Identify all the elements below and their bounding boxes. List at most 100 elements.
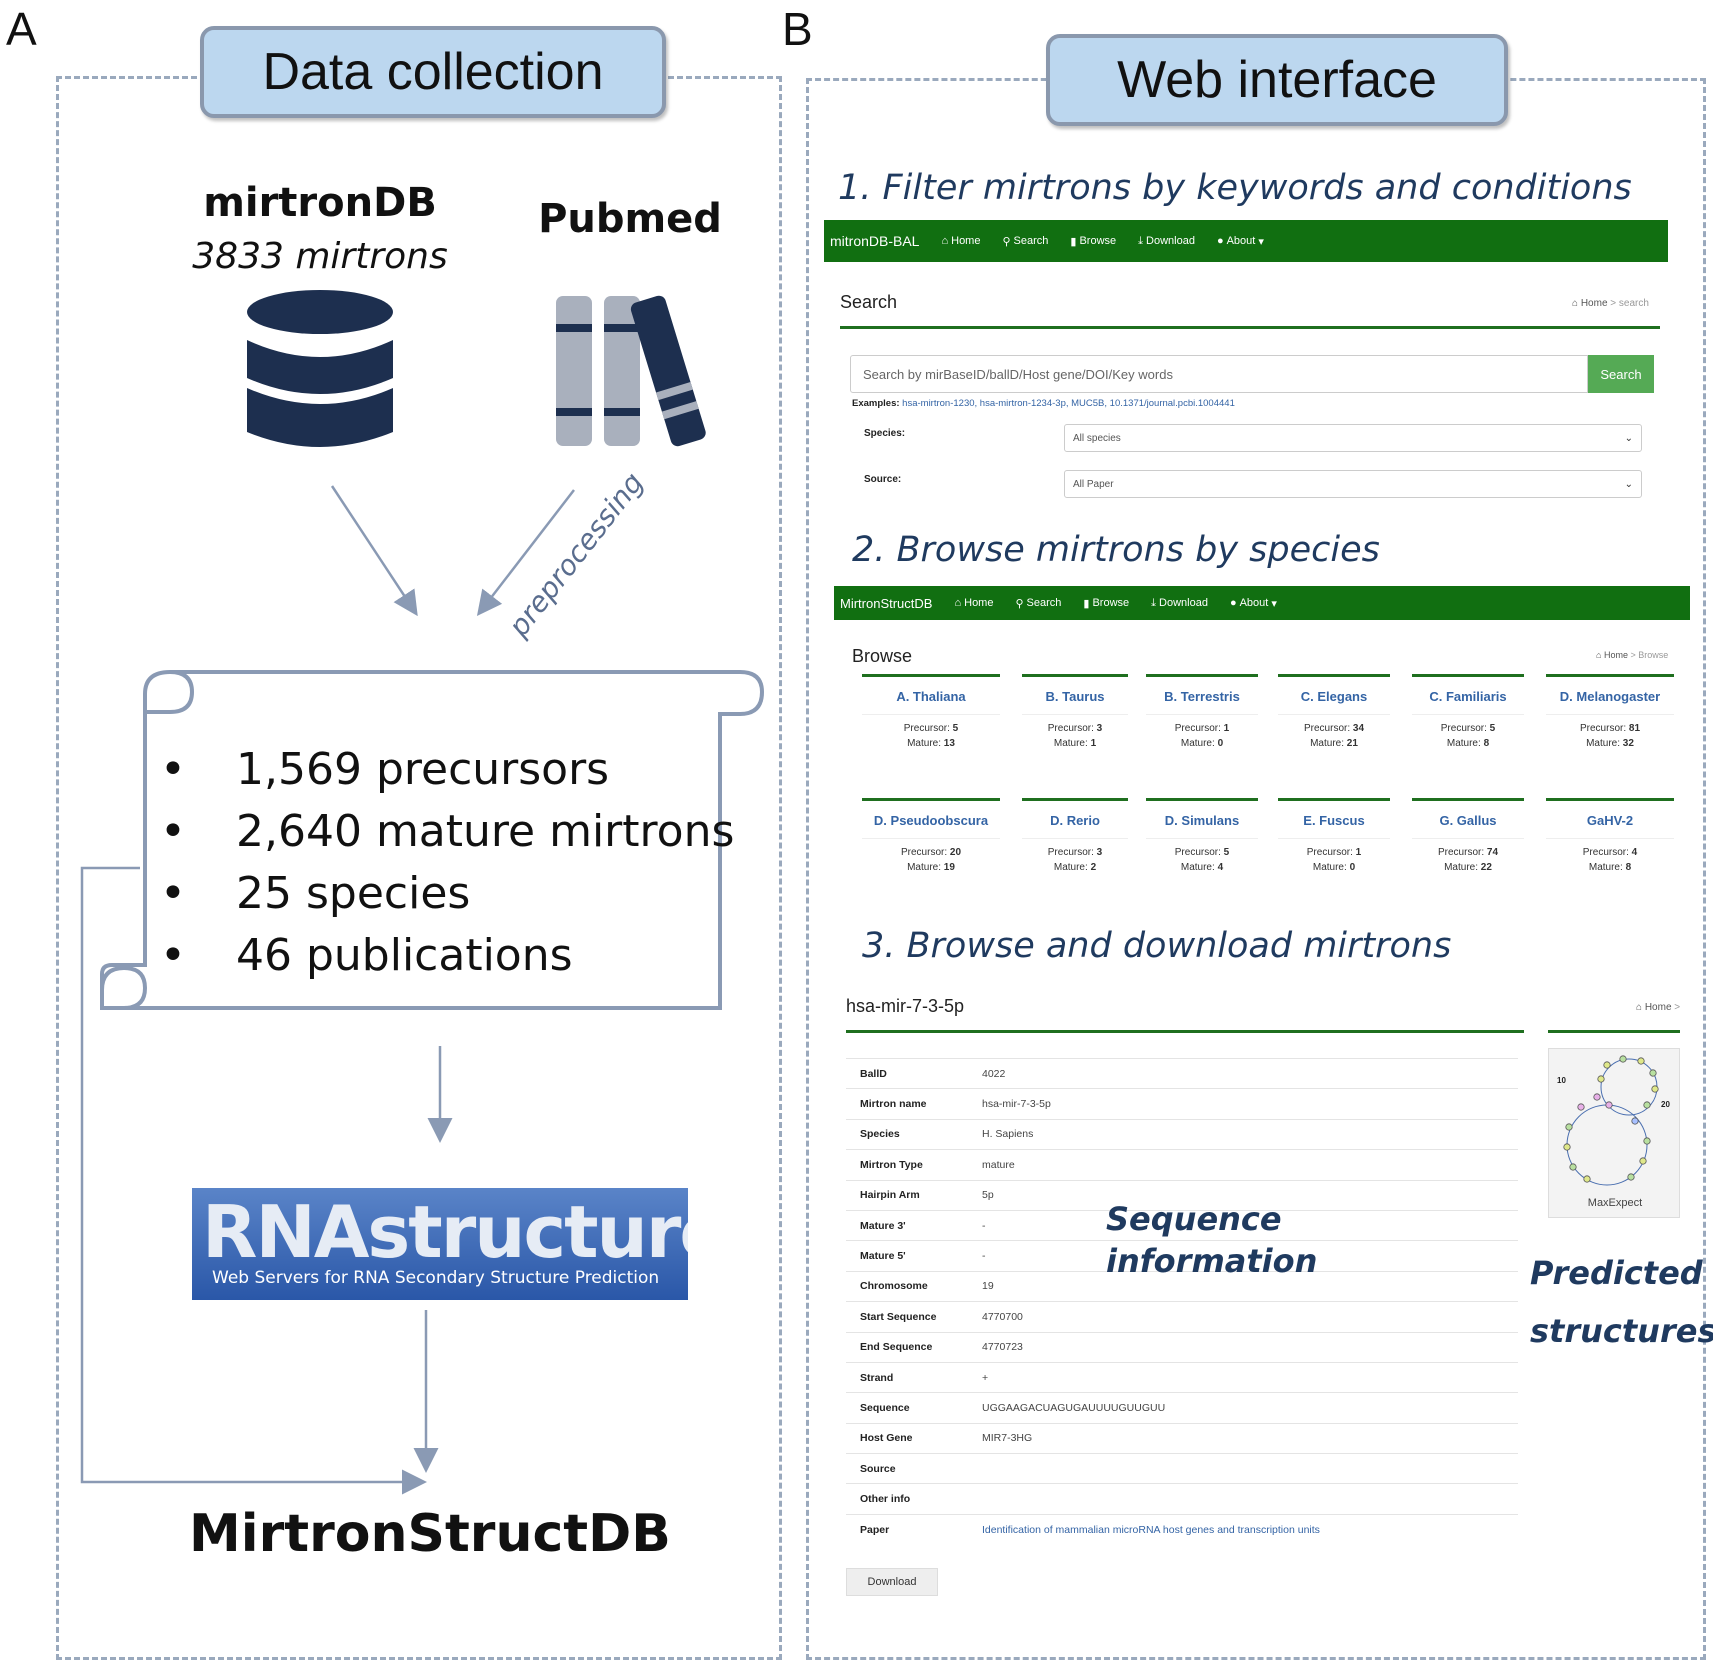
mature-line: Mature: 0 xyxy=(1146,736,1258,751)
nav-browse[interactable]: ▮Browse xyxy=(1070,235,1116,248)
mirtronstructdb-title: MirtronStructDB xyxy=(189,1504,671,1564)
nav-browse[interactable]: ▮Browse xyxy=(1083,597,1129,610)
mature-line: Mature: 22 xyxy=(1412,860,1524,875)
nav-home[interactable]: ⌂Home xyxy=(954,597,993,609)
search-icon: ⚲ xyxy=(1002,235,1011,248)
row-key: Other info xyxy=(846,1483,982,1515)
source-select[interactable]: All Paper ⌄ xyxy=(1064,470,1642,498)
arrow-db-to-scroll xyxy=(330,485,418,617)
species-name[interactable]: D. Rerio xyxy=(1050,813,1100,828)
search-button[interactable]: Search xyxy=(1588,355,1654,393)
panel-b-header: Web interface xyxy=(1046,34,1508,126)
navbar-brand[interactable]: MirtronStructDB xyxy=(840,595,933,611)
mature-count: 22 xyxy=(1480,862,1492,873)
row-value: 4770723 xyxy=(982,1331,1518,1363)
navbar-brand[interactable]: mitronDB-BAL xyxy=(830,233,920,249)
search-page-title: Search xyxy=(840,292,898,312)
species-name[interactable]: D. Simulans xyxy=(1164,813,1240,828)
row-key: Mirtron name xyxy=(846,1088,982,1120)
species-name[interactable]: B. Terrestris xyxy=(1164,689,1240,704)
species-name[interactable]: D. Pseudoobscura xyxy=(873,813,989,828)
species-name[interactable]: GaHV-2 xyxy=(1586,813,1634,828)
nav-about[interactable]: ●About▾ xyxy=(1217,235,1264,248)
card-top-rule xyxy=(1278,798,1390,801)
nav-download[interactable]: ⤓Download xyxy=(1138,235,1195,248)
row-key: Mature 3' xyxy=(846,1209,982,1241)
structure-label-20: 20 xyxy=(1661,1100,1670,1109)
examples-links[interactable]: hsa-mirtron-1230, hsa-mirtron-1234-3p, M… xyxy=(902,398,1235,409)
step1-navbar: mitronDB-BAL ⌂Home ⚲Search ▮Browse ⤓Down… xyxy=(824,220,1668,262)
mature-count: 8 xyxy=(1625,862,1632,873)
precursor-line: Precursor: 1 xyxy=(1278,845,1390,860)
mature-count: 13 xyxy=(943,738,955,749)
species-name[interactable]: C. Elegans xyxy=(1300,689,1368,704)
species-name[interactable]: C. Familiaris xyxy=(1429,689,1507,704)
home-icon: ⌂ xyxy=(1572,298,1579,309)
card-top-rule xyxy=(1022,674,1128,677)
row-key: End Sequence xyxy=(846,1331,982,1363)
card-top-rule xyxy=(862,674,1000,677)
row-value[interactable]: Identification of mammalian microRNA hos… xyxy=(982,1513,1518,1545)
nav-download[interactable]: ⤓Download xyxy=(1151,597,1208,610)
precursor-count: 3 xyxy=(1096,723,1103,734)
precursor-count: 81 xyxy=(1628,723,1641,734)
breadcrumb: ⌂ Home > xyxy=(1636,1002,1680,1013)
mature-count: 1 xyxy=(1090,738,1097,749)
row-key: Mature 5' xyxy=(846,1240,982,1272)
precursor-line: Precursor: 34 xyxy=(1278,721,1390,736)
precursor-line: Precursor: 1 xyxy=(1146,721,1258,736)
search-icon: ⚲ xyxy=(1015,597,1024,610)
mature-label: Mature: xyxy=(907,862,941,873)
species-name[interactable]: G. Gallus xyxy=(1439,813,1497,828)
download-icon: ⤓ xyxy=(1138,234,1144,247)
nav-search[interactable]: ⚲Search xyxy=(1002,235,1048,248)
chevron-down-icon: ⌄ xyxy=(1624,432,1633,444)
home-icon: ⌂ xyxy=(1636,1002,1643,1013)
precursor-count: 74 xyxy=(1486,847,1499,858)
species-select-value: All species xyxy=(1073,432,1121,444)
structure-title-rule xyxy=(1548,1030,1680,1033)
nav-search[interactable]: ⚲Search xyxy=(1015,597,1061,610)
download-icon: ⤓ xyxy=(1151,596,1157,609)
bullet: • xyxy=(160,868,186,919)
mirtrondb-title: mirtronDB xyxy=(203,180,437,226)
nav-home[interactable]: ⌂Home xyxy=(941,235,980,247)
card-top-rule xyxy=(1546,798,1674,801)
mature-line: Mature: 2 xyxy=(1022,860,1128,875)
breadcrumb-home[interactable]: Home xyxy=(1603,650,1628,660)
species-select[interactable]: All species ⌄ xyxy=(1064,424,1642,452)
structure-thumbnail[interactable]: 10 20 MaxExpect xyxy=(1548,1048,1680,1218)
row-value xyxy=(982,1483,1518,1515)
breadcrumb-home[interactable]: Home xyxy=(1644,1002,1672,1013)
species-name[interactable]: B. Taurus xyxy=(1045,689,1105,704)
nav-about[interactable]: ●About▾ xyxy=(1230,597,1277,610)
row-key: Paper xyxy=(846,1513,982,1545)
download-button[interactable]: Download xyxy=(846,1568,938,1596)
breadcrumb-home[interactable]: Home xyxy=(1580,298,1608,309)
row-value: hsa-mir-7-3-5p xyxy=(982,1088,1518,1120)
nav-home-label: Home xyxy=(964,597,994,609)
panel-a-letter: A xyxy=(6,3,37,55)
species-name[interactable]: A. Thaliana xyxy=(896,689,966,704)
examples-line: Examples: hsa-mirtron-1230, hsa-mirtron-… xyxy=(852,398,1235,409)
species-name[interactable]: D. Melanogaster xyxy=(1559,689,1661,704)
search-input[interactable]: Search by mirBaseID/ballD/Host gene/DOI/… xyxy=(850,355,1588,393)
precursor-line: Precursor: 81 xyxy=(1546,721,1674,736)
stat-mature: 2,640 mature mirtrons xyxy=(236,806,735,857)
species-name[interactable]: E. Fuscus xyxy=(1303,813,1365,828)
rnastructure-logo-main: RNAstructure xyxy=(202,1190,688,1274)
